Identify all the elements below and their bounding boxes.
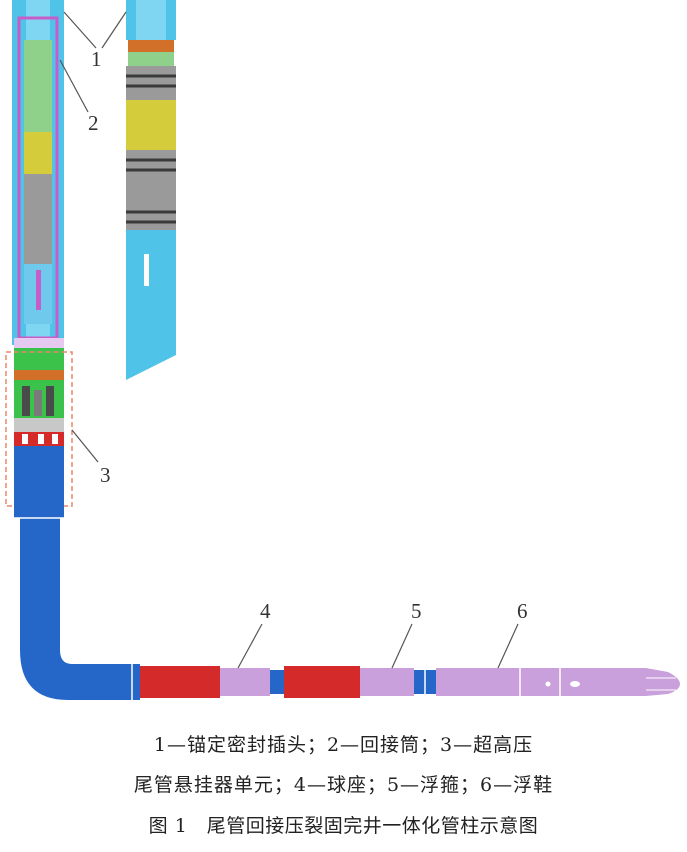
callout-3: 3 <box>100 463 111 487</box>
float-collar <box>360 668 414 696</box>
liner-pipe <box>14 446 140 700</box>
completion-string-diagram: 1 2 3 4 5 6 <box>5 0 680 700</box>
anchoring-seal-plug-main <box>12 0 64 345</box>
callout-5: 5 <box>411 599 422 623</box>
horizontal-section <box>140 666 680 698</box>
callout-6: 6 <box>517 599 528 623</box>
figure-title: 图 1 尾管回接压裂固完井一体化管柱示意图 <box>148 815 539 837</box>
callout-2: 2 <box>88 111 99 135</box>
leader-lines <box>59 11 519 669</box>
callout-1: 1 <box>91 47 102 71</box>
caption-legend-line-1: 1—锚定密封插头；2—回接筒；3—超高压 <box>153 734 534 756</box>
callout-4: 4 <box>260 599 271 623</box>
anchoring-seal-plug-detail <box>126 0 176 380</box>
ball-seat <box>220 668 270 696</box>
float-shoe <box>436 668 646 696</box>
caption-legend-line-2: 尾管悬挂器单元；4—球座；5—浮箍；6—浮鞋 <box>133 774 554 796</box>
